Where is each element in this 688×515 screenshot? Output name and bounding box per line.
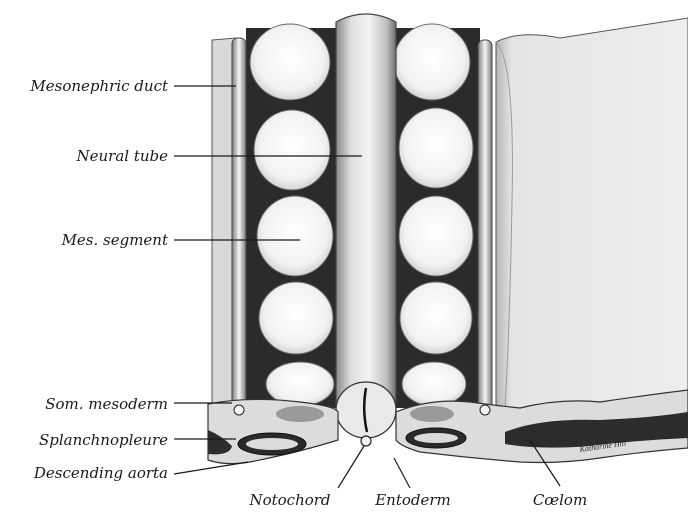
- label-splanchnopleure: Splanchnopleure: [39, 431, 168, 449]
- embryo-body: [212, 14, 688, 438]
- right-mesonephric-duct: [478, 40, 492, 410]
- label-neural-tube: Neural tube: [75, 147, 168, 165]
- label-entoderm: Entoderm: [374, 491, 451, 509]
- label-notochord: Notochord: [248, 491, 330, 509]
- label-som-mesoderm: Som. mesoderm: [45, 395, 168, 413]
- left-mesonephric-duct: [232, 38, 246, 410]
- lateral-sheet: [496, 18, 688, 410]
- notochord: [361, 436, 371, 446]
- label-descending-aorta: Descending aorta: [33, 464, 168, 482]
- neural-tube: [336, 14, 396, 410]
- label-mesonephric-duct: Mesonephric duct: [29, 77, 169, 95]
- label-mes-segment: Mes. segment: [61, 231, 169, 249]
- label-coelom: Cœlom: [533, 491, 587, 509]
- cross-section-band: [208, 390, 688, 464]
